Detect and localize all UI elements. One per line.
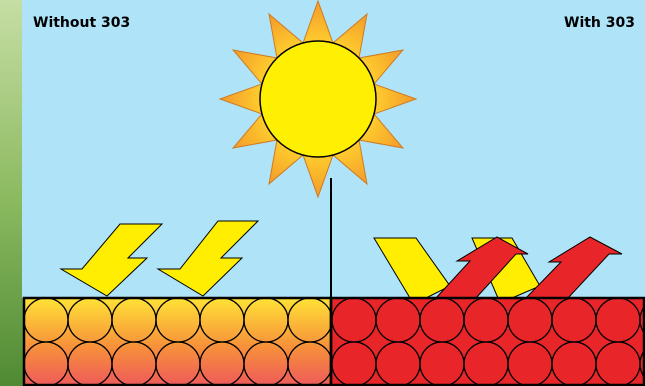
sun-icon xyxy=(260,41,376,157)
without-303-label: Without 303 xyxy=(33,15,130,31)
with-303-label: With 303 xyxy=(564,15,635,31)
